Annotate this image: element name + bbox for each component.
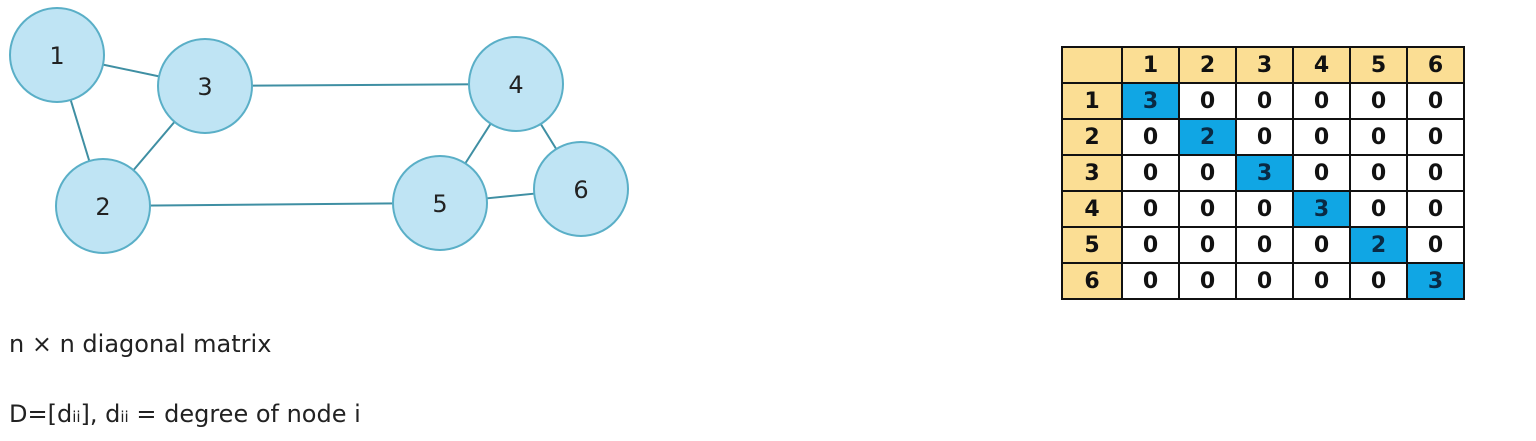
- matrix-cell: 0: [1121, 190, 1180, 228]
- matrix-cell: 0: [1349, 118, 1408, 156]
- graph-nodes: 1 2 3 4 5 6: [9, 7, 629, 254]
- matrix-diagonal-cell: 3: [1292, 190, 1351, 228]
- edge-3-4: [243, 83, 478, 87]
- caption-line2-prefix: D=[d: [9, 400, 73, 428]
- caption-line1: n × n diagonal matrix: [9, 330, 272, 358]
- matrix-cell: 0: [1349, 82, 1408, 120]
- matrix-cell: 0: [1406, 82, 1465, 120]
- node-6: 6: [533, 141, 629, 237]
- matrix-column-header: 6: [1406, 46, 1465, 84]
- node-circle: [392, 155, 488, 251]
- node-2: 2: [55, 158, 151, 254]
- matrix-diagonal-cell: 3: [1406, 262, 1465, 300]
- node-4: 4: [468, 36, 564, 132]
- matrix-column-header: 2: [1178, 46, 1237, 84]
- matrix-cell: 0: [1235, 262, 1294, 300]
- matrix-column-header: 1: [1121, 46, 1180, 84]
- matrix-column-header: 4: [1292, 46, 1351, 84]
- edge-1-3: [94, 61, 168, 80]
- node-label: 3: [197, 73, 212, 101]
- caption-line2-suffix: = degree of node i: [128, 400, 361, 428]
- edge-4-5: [459, 115, 497, 172]
- matrix-row-header: 3: [1061, 154, 1123, 192]
- node-label: 4: [508, 71, 523, 99]
- node-circle: [157, 38, 253, 134]
- caption-degree-definition: D=[dii], dii = degree of node i: [9, 400, 361, 428]
- matrix-cell: 0: [1406, 190, 1465, 228]
- matrix-cell: 0: [1178, 154, 1237, 192]
- node-circle: [533, 141, 629, 237]
- node-circle: [9, 7, 105, 103]
- caption-line2-mid: ], d: [80, 400, 121, 428]
- edge-2-5: [141, 202, 402, 207]
- matrix-row-header: 1: [1061, 82, 1123, 120]
- matrix-diagonal-cell: 2: [1349, 226, 1408, 264]
- matrix-cell: 0: [1349, 154, 1408, 192]
- edge-2-3: [127, 114, 181, 178]
- node-label: 6: [573, 176, 588, 204]
- node-label: 5: [432, 190, 447, 218]
- matrix-cell: 0: [1406, 226, 1465, 264]
- node-1: 1: [9, 7, 105, 103]
- edge-5-6: [478, 191, 543, 201]
- node-circle: [468, 36, 564, 132]
- matrix-cell: 0: [1235, 118, 1294, 156]
- matrix-row-header: 6: [1061, 262, 1123, 300]
- matrix-cell: 0: [1235, 226, 1294, 264]
- matrix-cell: 0: [1178, 226, 1237, 264]
- matrix-cell: 0: [1235, 190, 1294, 228]
- matrix-cell: 0: [1121, 226, 1180, 264]
- matrix-cell: 0: [1292, 262, 1351, 300]
- matrix-column-header: 5: [1349, 46, 1408, 84]
- caption-line2-subscript-2: ii: [120, 408, 129, 426]
- edge-1-2: [67, 91, 93, 170]
- matrix-cell: 0: [1121, 154, 1180, 192]
- node-label: 2: [95, 193, 110, 221]
- graph-diagram: 1 2 3 4 5 6: [9, 7, 629, 254]
- caption-line2-subscript-1: ii: [72, 408, 81, 426]
- matrix-cell: 0: [1292, 154, 1351, 192]
- matrix-cell: 0: [1349, 262, 1408, 300]
- matrix-column-header: 3: [1235, 46, 1294, 84]
- caption-diagonal-matrix: n × n diagonal matrix: [9, 330, 271, 358]
- node-3: 3: [157, 38, 253, 134]
- node-circle: [55, 158, 151, 254]
- matrix-row-header: 4: [1061, 190, 1123, 228]
- node-label: 1: [49, 42, 64, 70]
- matrix-cell: 0: [1292, 82, 1351, 120]
- matrix-cell: 0: [1178, 190, 1237, 228]
- matrix-cell: 0: [1178, 262, 1237, 300]
- node-5: 5: [392, 155, 488, 251]
- matrix-cell: 0: [1121, 262, 1180, 300]
- matrix-row-header: 5: [1061, 226, 1123, 264]
- matrix-cell: 0: [1349, 190, 1408, 228]
- matrix-diagonal-cell: 3: [1235, 154, 1294, 192]
- matrix-cell: 0: [1292, 118, 1351, 156]
- matrix-cell: 0: [1292, 226, 1351, 264]
- graph-edges: [67, 61, 562, 207]
- matrix-cell: 0: [1121, 118, 1180, 156]
- matrix-row-header: 2: [1061, 118, 1123, 156]
- matrix-cell: 0: [1406, 118, 1465, 156]
- matrix-cell: 0: [1235, 82, 1294, 120]
- matrix-cell: 0: [1406, 154, 1465, 192]
- matrix-diagonal-cell: 2: [1178, 118, 1237, 156]
- matrix-corner-cell: [1061, 46, 1123, 84]
- matrix-cell: 0: [1178, 82, 1237, 120]
- matrix-diagonal-cell: 3: [1121, 82, 1180, 120]
